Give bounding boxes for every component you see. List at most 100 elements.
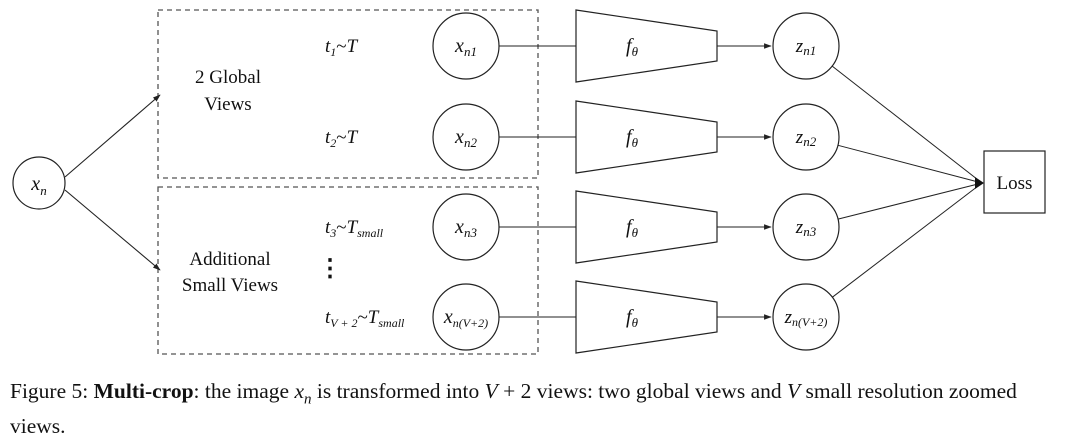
- output-sub: n(V+2): [792, 315, 827, 329]
- output-node: [772, 12, 840, 80]
- figure-caption: Figure 5: Multi-crop: the image xn is tr…: [10, 378, 1076, 440]
- multi-crop-diagram: 2 Global Views Additional Small Views ⋮ …: [12, 9, 1046, 355]
- input-sub: n: [40, 183, 47, 198]
- transform-t-sub: V + 2: [330, 316, 357, 330]
- encoder-sub: θ: [632, 225, 639, 240]
- caption-var-V: V: [484, 379, 498, 403]
- output-node-label: zn(V+2): [784, 307, 828, 329]
- transform-label: t3~Tsmall: [325, 217, 384, 240]
- transform-t: t: [325, 307, 331, 328]
- encoder-trapezoid: [575, 190, 718, 264]
- encoder-trapezoid: [575, 100, 718, 174]
- view-sub: n1: [464, 44, 477, 59]
- view-base: x: [454, 216, 464, 238]
- loss-box: [983, 150, 1046, 214]
- caption-part1: : the image: [193, 379, 295, 403]
- view-sub: n2: [464, 135, 478, 150]
- small-views-label-line2: Small Views: [182, 275, 278, 296]
- caption-part2: is transformed into: [311, 379, 485, 403]
- transform-t: t: [325, 217, 331, 238]
- view-node-label: xn3: [454, 216, 477, 240]
- output-sub: n3: [803, 224, 817, 239]
- transform-T: T: [347, 127, 359, 148]
- encoder-trapezoid: [575, 9, 718, 83]
- output-node: [772, 193, 840, 261]
- output-base: z: [795, 127, 804, 148]
- small-views-group-box: [157, 186, 539, 355]
- encoder-label: fθ: [626, 35, 639, 59]
- transform-tilde: ~: [336, 127, 346, 148]
- global-views-label-line1: 2 Global: [195, 67, 261, 88]
- loss-arrowhead: [975, 177, 984, 189]
- output-to-loss-line: [832, 182, 983, 298]
- transform-label: tV + 2~Tsmall: [325, 307, 405, 330]
- encoder-trapezoid: [575, 280, 718, 354]
- input-node-label: xn: [30, 173, 46, 198]
- small-views-label-line1: Additional: [189, 249, 270, 270]
- encoder-base: f: [626, 35, 634, 57]
- output-to-loss-line: [837, 182, 983, 220]
- transform-T-sub: small: [357, 226, 384, 240]
- caption-part4: small resolution zoomed views.: [10, 379, 1017, 439]
- transform-t-sub: 2: [330, 136, 336, 150]
- encoder-base: f: [626, 306, 634, 328]
- views-ellipsis: ⋮: [318, 256, 342, 282]
- caption-var-n: n: [303, 391, 312, 408]
- global-views-label-line2: Views: [204, 94, 251, 115]
- transform-label: t2~T: [325, 127, 359, 150]
- output-sub: n1: [803, 43, 816, 58]
- encoder-base: f: [626, 126, 634, 148]
- transform-t-sub: 1: [330, 45, 336, 59]
- output-node: [772, 283, 840, 351]
- output-node-label: zn2: [795, 127, 817, 149]
- output-node-label: zn1: [795, 36, 816, 58]
- encoder-label: fθ: [626, 306, 639, 330]
- transform-label: t1~T: [325, 36, 359, 59]
- caption-bold-term: Multi-crop: [93, 379, 194, 403]
- encoder-sub: θ: [632, 44, 639, 59]
- transform-T: T: [368, 307, 380, 328]
- transform-tilde: ~: [336, 36, 346, 57]
- arrow-input-to-small: [64, 189, 161, 271]
- view-node-label: xn(V+2): [443, 306, 488, 330]
- arrow-input-to-global: [64, 94, 161, 178]
- caption-var-V2: V: [787, 379, 801, 403]
- transform-tilde: ~: [336, 217, 346, 238]
- output-to-loss-line: [831, 65, 983, 184]
- input-base: x: [30, 173, 40, 195]
- transform-t-sub: 3: [329, 226, 336, 240]
- output-node-label: zn3: [795, 217, 817, 239]
- view-sub: n(V+2): [453, 316, 488, 330]
- input-node: [12, 156, 66, 210]
- output-base: z: [795, 36, 804, 57]
- view-base: x: [454, 35, 464, 57]
- transform-t: t: [325, 127, 331, 148]
- view-sub: n3: [464, 225, 478, 240]
- encoder-sub: θ: [632, 135, 639, 150]
- view-node-label: xn2: [454, 126, 477, 150]
- encoder-label: fθ: [626, 216, 639, 240]
- transform-T: T: [347, 36, 359, 57]
- transform-tilde: ~: [358, 307, 368, 328]
- output-node: [772, 103, 840, 171]
- output-base: z: [795, 217, 804, 238]
- output-base: z: [784, 307, 793, 328]
- loss-label: Loss: [997, 173, 1033, 194]
- encoder-sub: θ: [632, 315, 639, 330]
- global-views-group-box: [157, 9, 539, 179]
- output-sub: n2: [803, 134, 817, 149]
- transform-T-sub: small: [378, 316, 405, 330]
- view-base: x: [443, 306, 453, 328]
- encoder-base: f: [626, 216, 634, 238]
- caption-prefix: Figure 5:: [10, 379, 94, 403]
- caption-part3: + 2 views: two global views and: [497, 379, 787, 403]
- view-base: x: [454, 126, 464, 148]
- output-to-loss-line: [837, 144, 983, 184]
- transform-t: t: [325, 36, 331, 57]
- encoder-label: fθ: [626, 126, 639, 150]
